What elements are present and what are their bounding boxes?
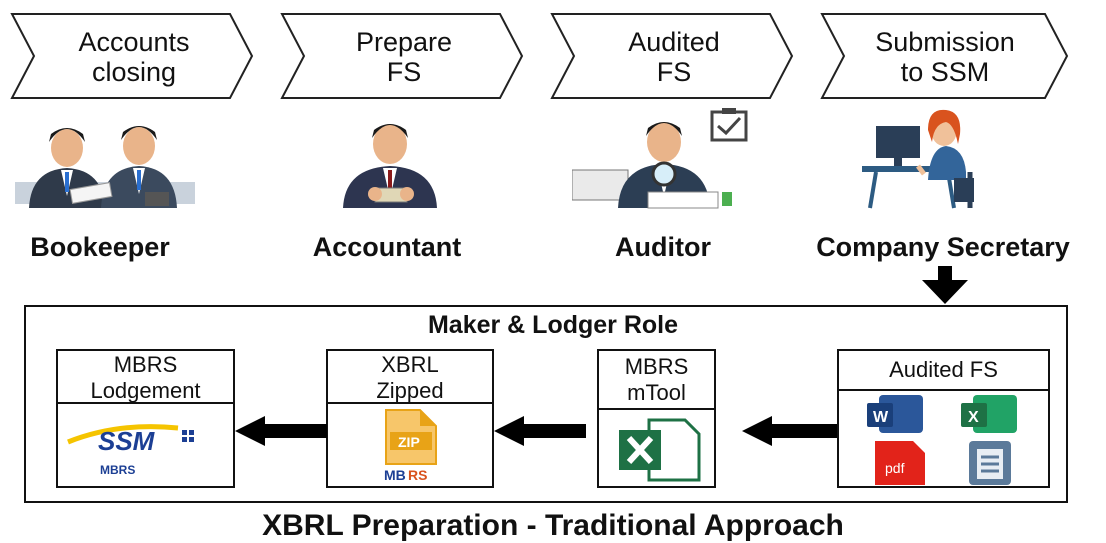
step-1-label: Accounts closing [36, 27, 232, 87]
xbrl-logo-rs: RS [408, 467, 427, 483]
xbrl-zipped-header: XBRL Zipped [328, 351, 492, 404]
down-arrow-icon [922, 266, 968, 304]
xbrl-zipped-box: XBRL Zipped ZIP MB RS [326, 349, 494, 488]
arrow-to-lodgement-icon [235, 416, 327, 446]
audited-file-icons: W X pdf [867, 395, 1017, 485]
arrow-to-mtool-icon [742, 416, 837, 446]
auditor-illustration-icon [572, 108, 748, 209]
audited-fs-box: Audited FS W X pdf [837, 349, 1050, 488]
step-1-line2: closing [91, 57, 177, 87]
arrow-to-xbrl-icon [494, 416, 586, 446]
mbrs-mtool-box: MBRS mTool [597, 349, 716, 488]
step-4-label: Submission to SSM [840, 27, 1050, 87]
chevron-step-3 [550, 13, 794, 99]
role-bookkeeper: Bookeeper [30, 232, 170, 262]
step-2-line2: FS [386, 57, 422, 87]
mbrs-logo-text: MBRS [100, 463, 135, 477]
step-3-line1: Audited [628, 27, 720, 57]
bookkeeper-illustration-icon [15, 126, 195, 208]
step-3-line2: FS [656, 57, 692, 87]
excel-file-icon [619, 418, 701, 482]
excel-icon: X [961, 395, 1017, 433]
svg-text:W: W [873, 409, 889, 426]
ssm-logo-text: SSM [98, 426, 156, 456]
mbrs-lodgement-header: MBRS Lodgement [58, 351, 233, 404]
lodgement-line1: MBRS [113, 352, 178, 377]
svg-text:X: X [968, 409, 979, 426]
document-icon [969, 441, 1011, 485]
step-4-line1: Submission [875, 27, 1015, 57]
role-auditor: Auditor [615, 232, 711, 262]
step-4-line2: to SSM [900, 57, 990, 87]
xbrl-line2: Zipped [376, 378, 444, 403]
mbrs-mtool-header: MBRS mTool [599, 351, 714, 410]
word-icon: W [867, 395, 923, 433]
ssm-logo-icon: SSM MBRS [67, 424, 194, 477]
chevron-step-4 [820, 13, 1069, 99]
role-accountant: Accountant [312, 232, 462, 262]
xbrl-logo-mb: MB [384, 467, 406, 483]
step-2-line1: Prepare [355, 27, 453, 57]
accountant-illustration-icon [343, 124, 437, 208]
zip-label: ZIP [398, 434, 420, 450]
maker-lodger-title: Maker & Lodger Role [427, 311, 679, 339]
zip-file-icon: ZIP MB RS [384, 409, 437, 483]
step-3-label: Audited FS [576, 27, 772, 87]
role-company-secretary: Company Secretary [816, 232, 1070, 262]
chevron-step-2 [280, 13, 524, 99]
mbrs-lodgement-box: MBRS Lodgement SSM MBRS [56, 349, 235, 488]
chevron-step-1 [10, 13, 254, 99]
company-secretary-illustration-icon [862, 109, 974, 209]
process-chevrons [10, 13, 1069, 99]
diagram-caption: XBRL Preparation - Traditional Approach [262, 509, 844, 542]
mtool-line1: MBRS [624, 354, 689, 379]
step-1-line1: Accounts [78, 27, 190, 57]
xbrl-line1: XBRL [381, 352, 439, 377]
pdf-label: pdf [885, 460, 905, 476]
lodgement-line2: Lodgement [90, 378, 201, 403]
pdf-icon: pdf [875, 441, 925, 485]
audited-fs-header: Audited FS [839, 351, 1048, 391]
mtool-line2: mTool [627, 380, 686, 405]
step-2-label: Prepare FS [306, 27, 502, 87]
